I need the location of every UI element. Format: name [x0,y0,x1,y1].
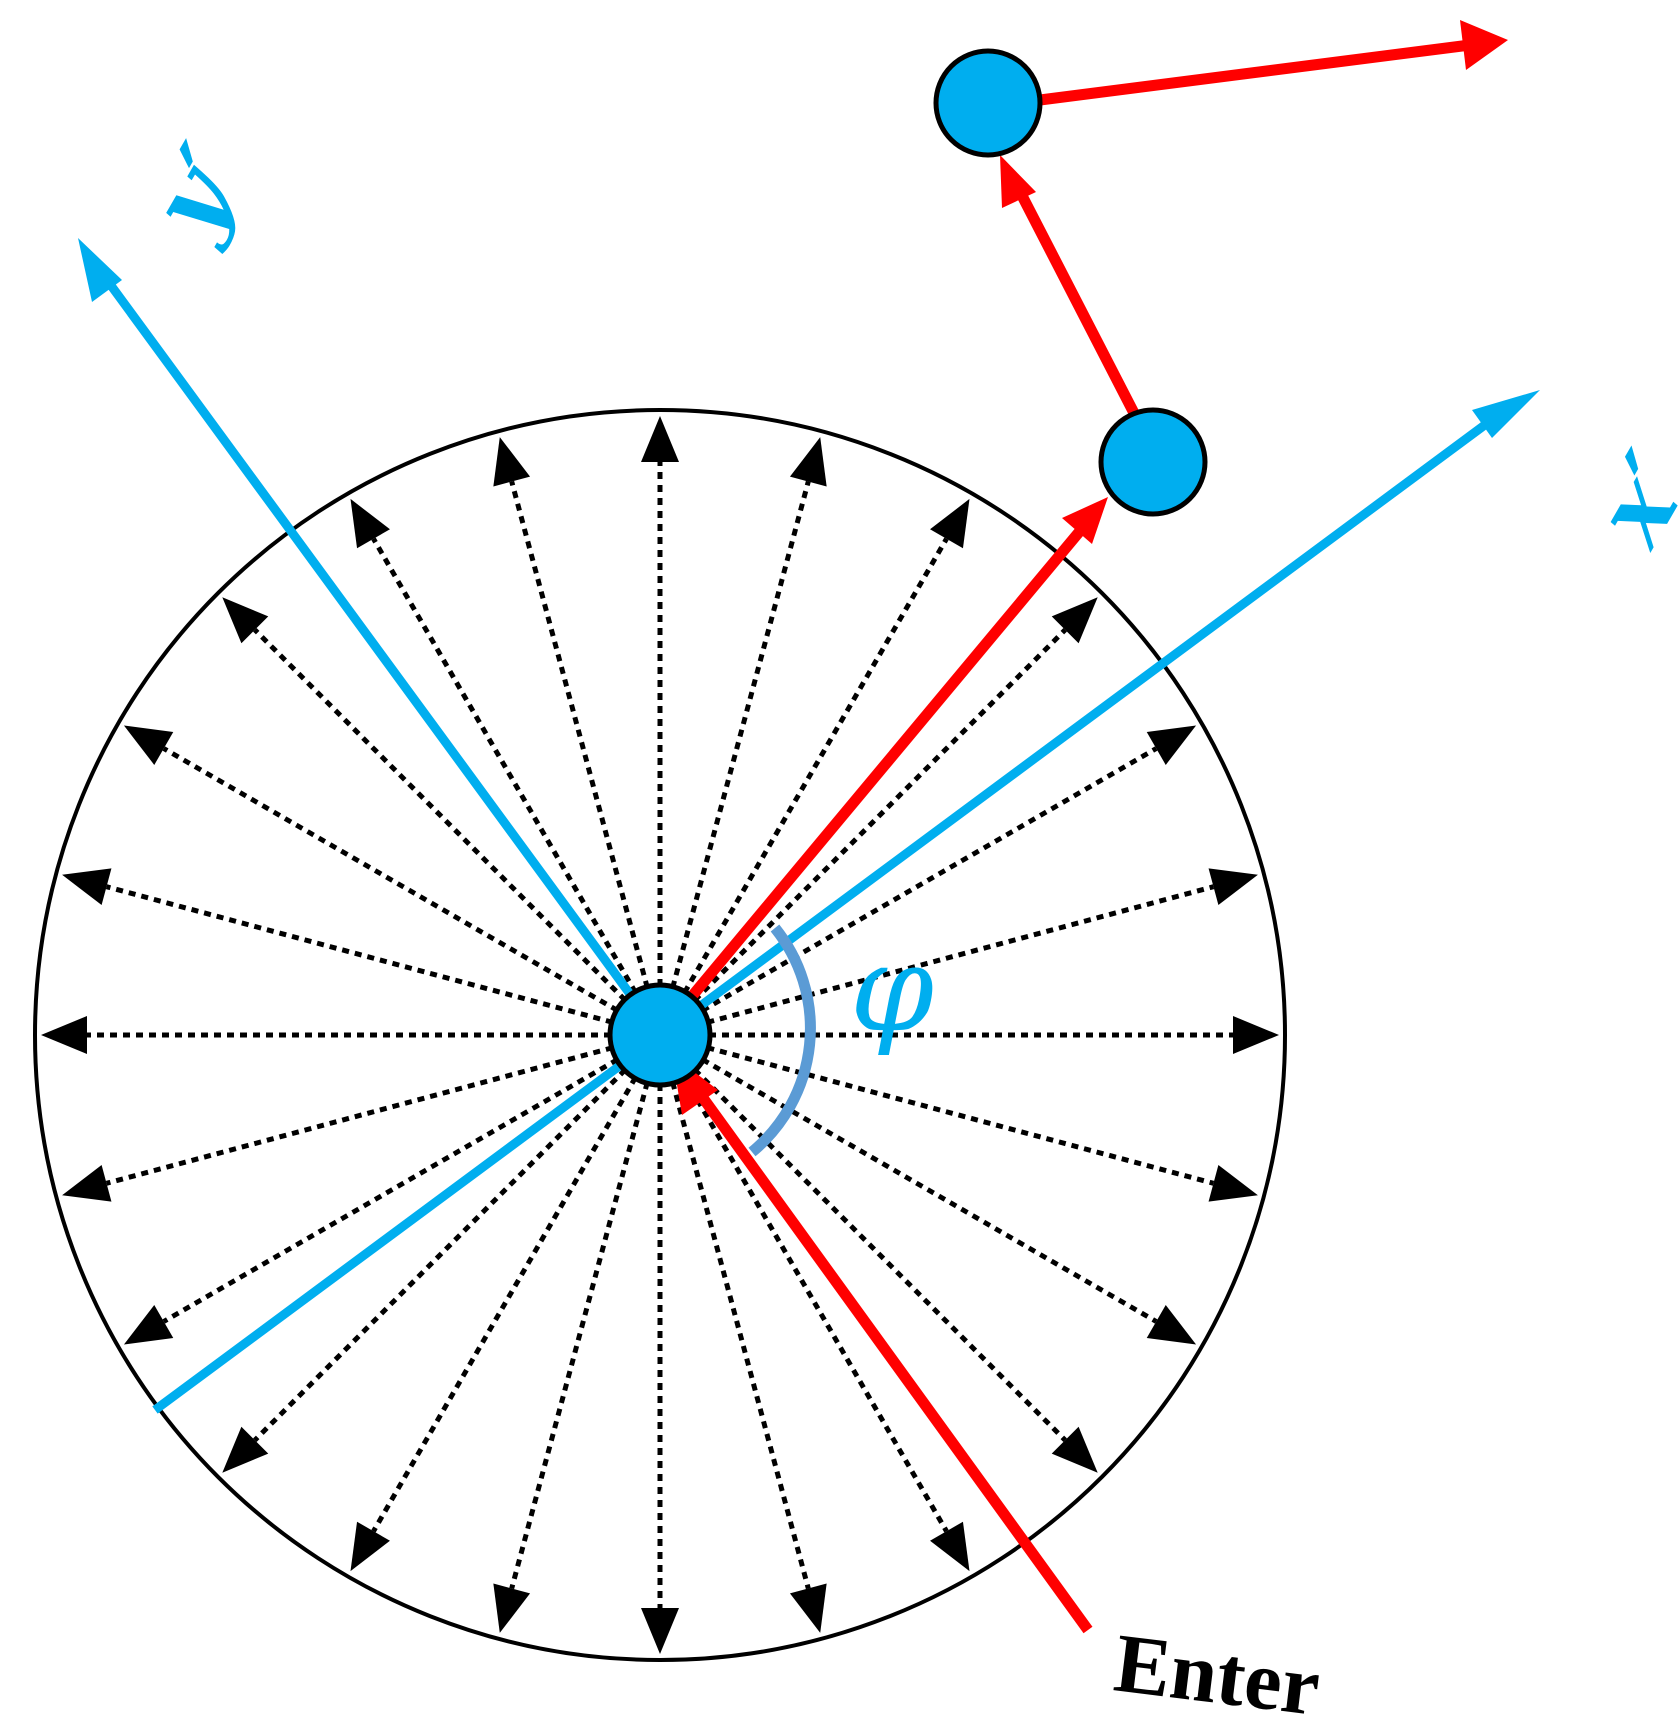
particle-upper [933,48,1043,158]
radial-arrowhead [789,437,827,487]
radial-arrow-line [662,537,949,1028]
radial-arrowhead [1208,868,1258,906]
x-prime-axis-arrowhead [1472,390,1540,438]
radial-arrowhead [222,597,269,644]
detector-circle [33,408,1287,1662]
radial-arrowhead [493,1583,531,1633]
radial-arrow-line [667,1037,1158,1324]
radial-arrowhead [123,1305,174,1345]
radial-direction-arrows [41,416,1279,1654]
radial-arrowhead [641,1608,679,1654]
radial-arrowhead [222,1426,269,1473]
x-prime-axis [152,406,1508,1414]
radial-arrowhead [930,1521,970,1572]
path-segment-entry [685,1076,1093,1634]
x-prime-label: x′ [1572,435,1680,565]
radial-arrowhead [1146,725,1197,765]
radial-arrow-line [253,628,655,1030]
path-arrowhead-outgoing [1062,497,1108,544]
radial-arrowhead [1233,1016,1279,1054]
radial-arrow-line [667,746,1158,1033]
radial-arrow-line [662,1042,949,1533]
radial-arrow-line [669,1035,1215,1186]
radial-arrow-line [371,537,658,1028]
y-prime-axis-arrowhead [78,238,122,302]
particle-path [663,20,1508,1634]
radial-arrowhead [1146,1305,1197,1345]
radial-arrow-line [162,1037,653,1324]
path-arrowhead-final [1460,20,1508,70]
radial-arrowhead [62,1164,112,1202]
path-segment-outgoing [663,521,1090,1029]
radial-arrowhead [123,725,174,765]
radial-arrow-line [509,480,660,1026]
angle-phi-label: φ [850,920,934,1059]
y-prime-label: y′ [128,128,267,256]
angle-phi-arc [748,924,816,1157]
radial-arrowhead [930,498,970,549]
particle-lower [1098,407,1208,517]
rotated-axes [78,238,1540,1414]
radial-arrow-line [660,480,811,1026]
radial-arrowhead [62,868,112,906]
origin-source [607,982,713,1088]
radial-arrowhead [1051,597,1098,644]
radial-arrowhead [493,437,531,487]
radial-arrowhead [1208,1164,1258,1202]
radial-arrowhead [789,1583,827,1633]
radial-arrowhead [350,498,390,549]
radial-arrow-line [371,1042,658,1533]
path-arrowhead-scatter [1000,155,1036,208]
radial-arrowhead [641,416,679,462]
radial-arrow-line [665,628,1067,1030]
path-segment-final [1039,39,1471,106]
radial-arrow-line [665,1040,1067,1442]
radial-arrow-line [162,746,653,1033]
radial-arrow-line [105,884,651,1035]
radial-arrow-line [105,1035,651,1186]
y-prime-axis [92,262,664,1038]
radial-arrow-line [669,884,1215,1035]
radial-arrowhead [1051,1426,1098,1473]
radial-arrowhead [350,1521,390,1572]
radial-arrow-line [253,1040,655,1442]
enter-label: Enter [1110,1617,1325,1728]
radial-arrow-line [509,1044,660,1590]
path-segment-scatter [1010,179,1140,418]
radial-arrow-line [660,1044,811,1590]
radial-arrowhead [41,1016,87,1054]
